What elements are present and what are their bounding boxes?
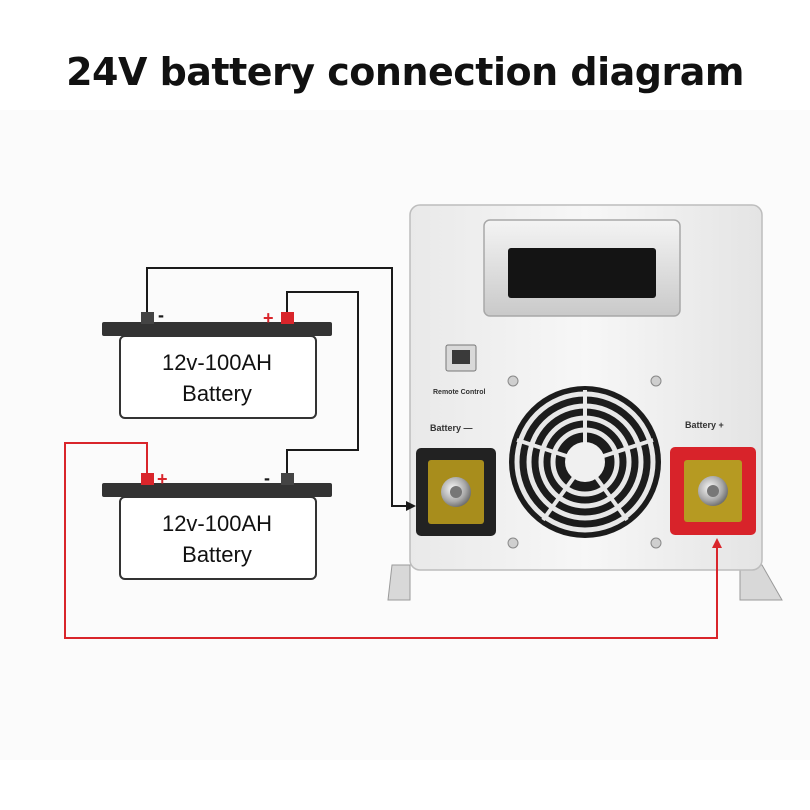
battery-top-lid xyxy=(102,322,332,336)
remote-control-port xyxy=(445,344,477,372)
battery-bottom-negative-post xyxy=(281,473,294,485)
wire-negative-to-inverter xyxy=(146,267,416,511)
battery-top-positive-post xyxy=(281,312,294,324)
battery-bottom-lid xyxy=(102,483,332,497)
cooling-fan-icon xyxy=(507,375,662,549)
battery-bottom: + - 12v-100AH Battery xyxy=(102,468,332,580)
inverter-foot-left xyxy=(387,564,411,601)
wire-positive-to-inverter xyxy=(64,442,722,639)
battery-bottom-positive-sign: + xyxy=(157,469,168,489)
battery-top: - + 12v-100AH Battery xyxy=(102,305,332,419)
negative-terminal xyxy=(416,448,496,536)
battery-top-positive-sign: + xyxy=(263,308,274,328)
battery-top-rating: 12v-100AH xyxy=(162,350,272,375)
battery-bottom-negative-sign: - xyxy=(264,468,270,488)
remote-control-label: Remote Control xyxy=(433,389,486,396)
battery-top-label: Battery xyxy=(182,381,252,406)
page-title: 24V battery connection diagram xyxy=(66,50,744,94)
battery-top-negative-sign: - xyxy=(158,305,164,325)
battery-bottom-label: Battery xyxy=(182,542,252,567)
battery-negative-label: Battery — xyxy=(430,423,473,433)
battery-top-negative-post xyxy=(141,312,154,324)
inverter: Remote Control xyxy=(387,204,783,601)
wire-series-link xyxy=(286,291,359,473)
inverter-handle xyxy=(483,219,681,317)
positive-terminal xyxy=(670,447,756,535)
battery-bottom-positive-post xyxy=(141,473,154,485)
battery-bottom-rating: 12v-100AH xyxy=(162,511,272,536)
battery-positive-label: Battery + xyxy=(685,420,724,430)
